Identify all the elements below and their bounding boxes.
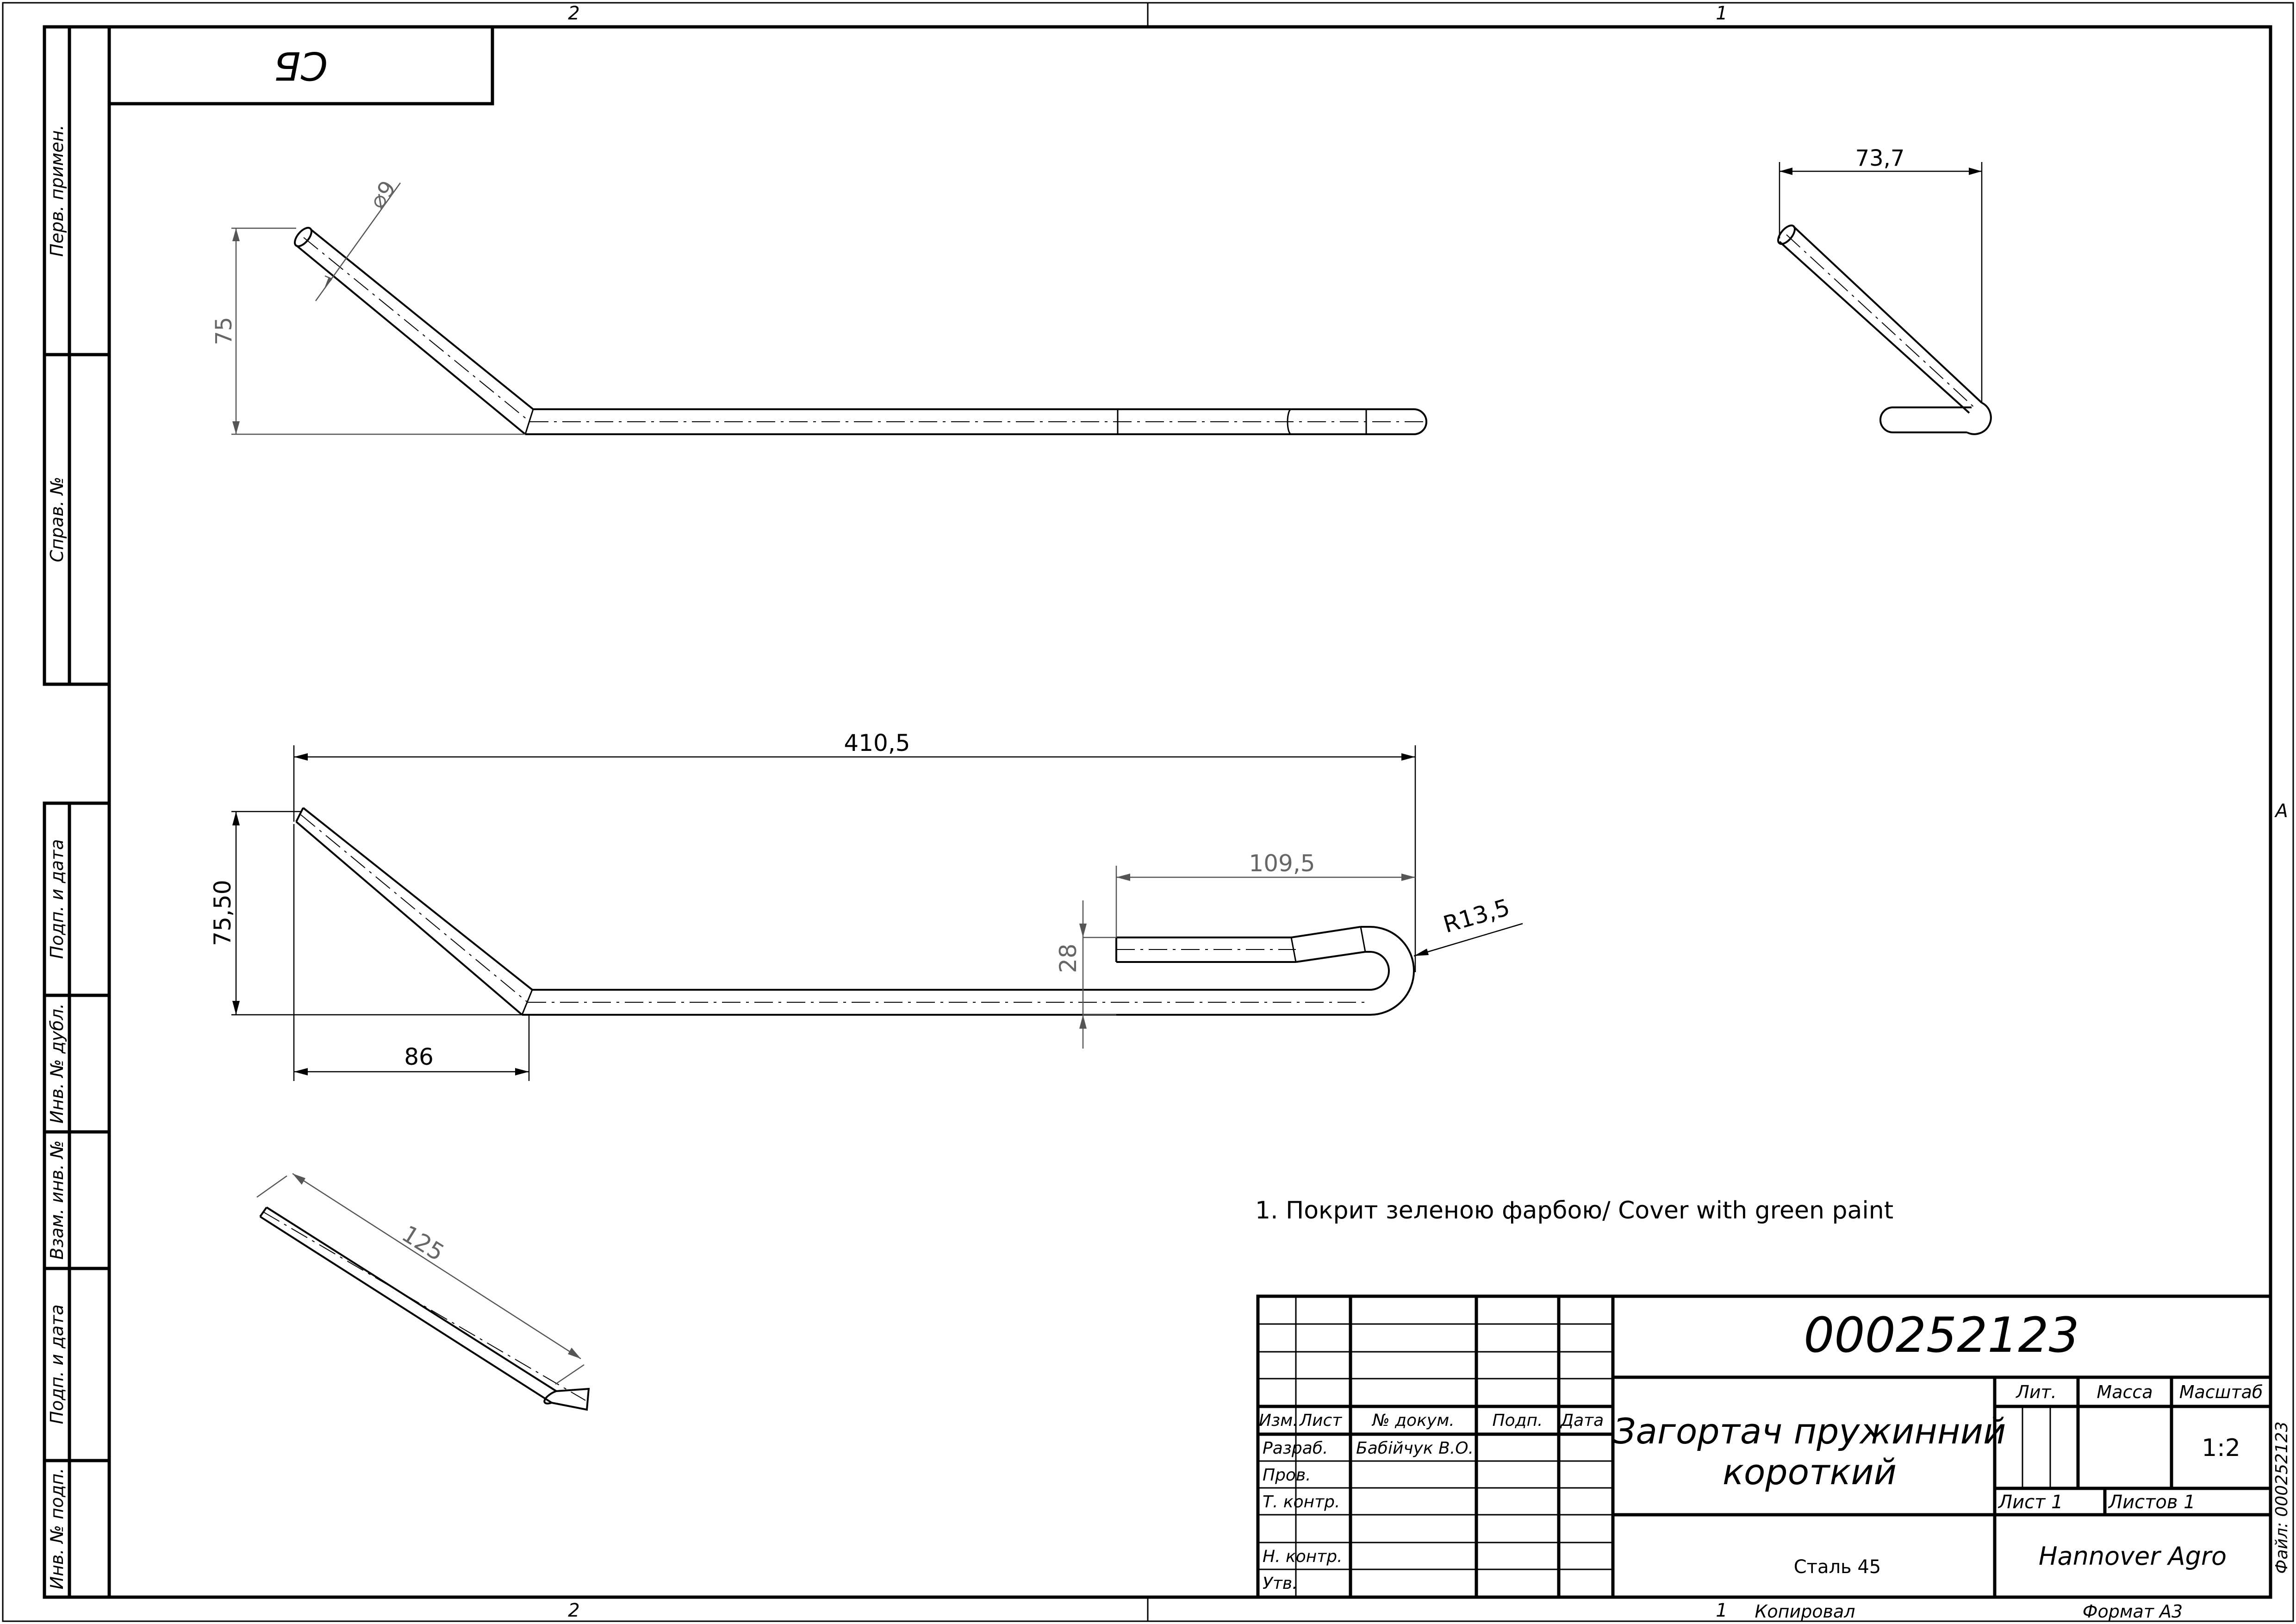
side-label-sprav-no: Справ. № <box>47 477 67 562</box>
side-label-perv-primen: Перв. примен. <box>47 125 67 256</box>
side-label-inv-podl: Инв. № подп. <box>47 1468 67 1590</box>
dim-73-7-label: 73,7 <box>1855 145 1905 171</box>
header-doc-no: № докум. <box>1371 1411 1454 1430</box>
dim-410-5 <box>293 745 1416 972</box>
dim-diameter <box>315 182 401 301</box>
side-columns <box>43 25 111 1599</box>
header-date: Дата <box>1560 1411 1604 1430</box>
zone-label-top-left: 2 <box>568 3 579 24</box>
footer-copied: Копировал <box>1755 1601 1855 1622</box>
view-end-part <box>1777 225 1992 435</box>
role-tech-control: Т. контр. <box>1263 1493 1340 1512</box>
zone-label-bottom-left: 2 <box>568 1600 579 1621</box>
sheets-label: Листов 1 <box>2108 1492 2196 1513</box>
lit-label: Лит. <box>2015 1382 2057 1402</box>
side-label-vzam-inv: Взам. инв. № <box>47 1140 67 1260</box>
material: Сталь 45 <box>1794 1556 1881 1578</box>
role-developer: Разраб. <box>1263 1439 1328 1458</box>
view-front-part <box>295 807 1415 1016</box>
part-name-line2: короткий <box>1723 1451 1897 1493</box>
corner-stamp: СБ <box>274 43 328 88</box>
dim-28-label: 28 <box>1055 943 1082 973</box>
dim-75-top-label: 75 <box>211 317 237 345</box>
header-izm: Изм. <box>1259 1411 1298 1430</box>
dim-75-50 <box>231 811 522 1016</box>
role-approved: Утв. <box>1263 1574 1298 1593</box>
mass-label: Масса <box>2097 1382 2153 1402</box>
zone-label-bottom-right: 1 <box>1716 1600 1727 1621</box>
dim-86 <box>293 824 530 1081</box>
role-checker: Пров. <box>1263 1466 1311 1485</box>
zone-label-top-right: 1 <box>1716 3 1727 24</box>
view-segment-part <box>259 1206 590 1411</box>
dim-109-5 <box>1115 866 1415 937</box>
footer-format: Формат A3 <box>2083 1601 2183 1622</box>
header-sign: Подп. <box>1493 1411 1543 1430</box>
dim-75-top <box>231 227 525 435</box>
dim-75-50-label: 75,50 <box>209 880 236 946</box>
sheet-label: Лист 1 <box>1997 1492 2063 1513</box>
side-label-podp-data-1: Подп. и дата <box>47 839 67 959</box>
scale-label: Масштаб <box>2179 1382 2263 1402</box>
dim-28 <box>1079 900 1116 1049</box>
side-label-podp-data-2: Подп. и дата <box>47 1305 67 1424</box>
dim-86-label: 86 <box>404 1043 434 1070</box>
developer-name: Бабійчук В.О. <box>1356 1439 1474 1458</box>
dim-73-7 <box>1779 162 1983 403</box>
dim-125 <box>256 1173 585 1385</box>
file-label: Файл: 000252123 <box>2272 1421 2291 1574</box>
note-text: 1. Покрит зеленою фарбою/ Cover with gre… <box>1255 1197 1893 1224</box>
role-norm-control: Н. контр. <box>1263 1547 1343 1566</box>
view-isometric-part <box>294 227 1427 435</box>
company: Hannover Agro <box>2039 1542 2227 1571</box>
part-name-line1: Загортач пружинний <box>1613 1411 2006 1452</box>
scale-value: 1:2 <box>2202 1434 2240 1462</box>
side-label-inv-dubl: Инв. № дубл. <box>47 1003 67 1124</box>
dim-radius-label: R13,5 <box>1440 894 1512 938</box>
zone-label-right: A <box>2274 800 2288 822</box>
dim-410-5-label: 410,5 <box>844 730 910 756</box>
dim-125-label: 125 <box>397 1220 449 1267</box>
dim-diameter-label: ⌀9 <box>364 176 401 213</box>
dim-109-5-label: 109,5 <box>1249 850 1315 877</box>
title-block-grid <box>1256 1294 2272 1599</box>
dim-radius <box>1413 923 1523 957</box>
document-number: 000252123 <box>1804 1307 2079 1363</box>
header-list: Лист <box>1299 1411 1342 1430</box>
